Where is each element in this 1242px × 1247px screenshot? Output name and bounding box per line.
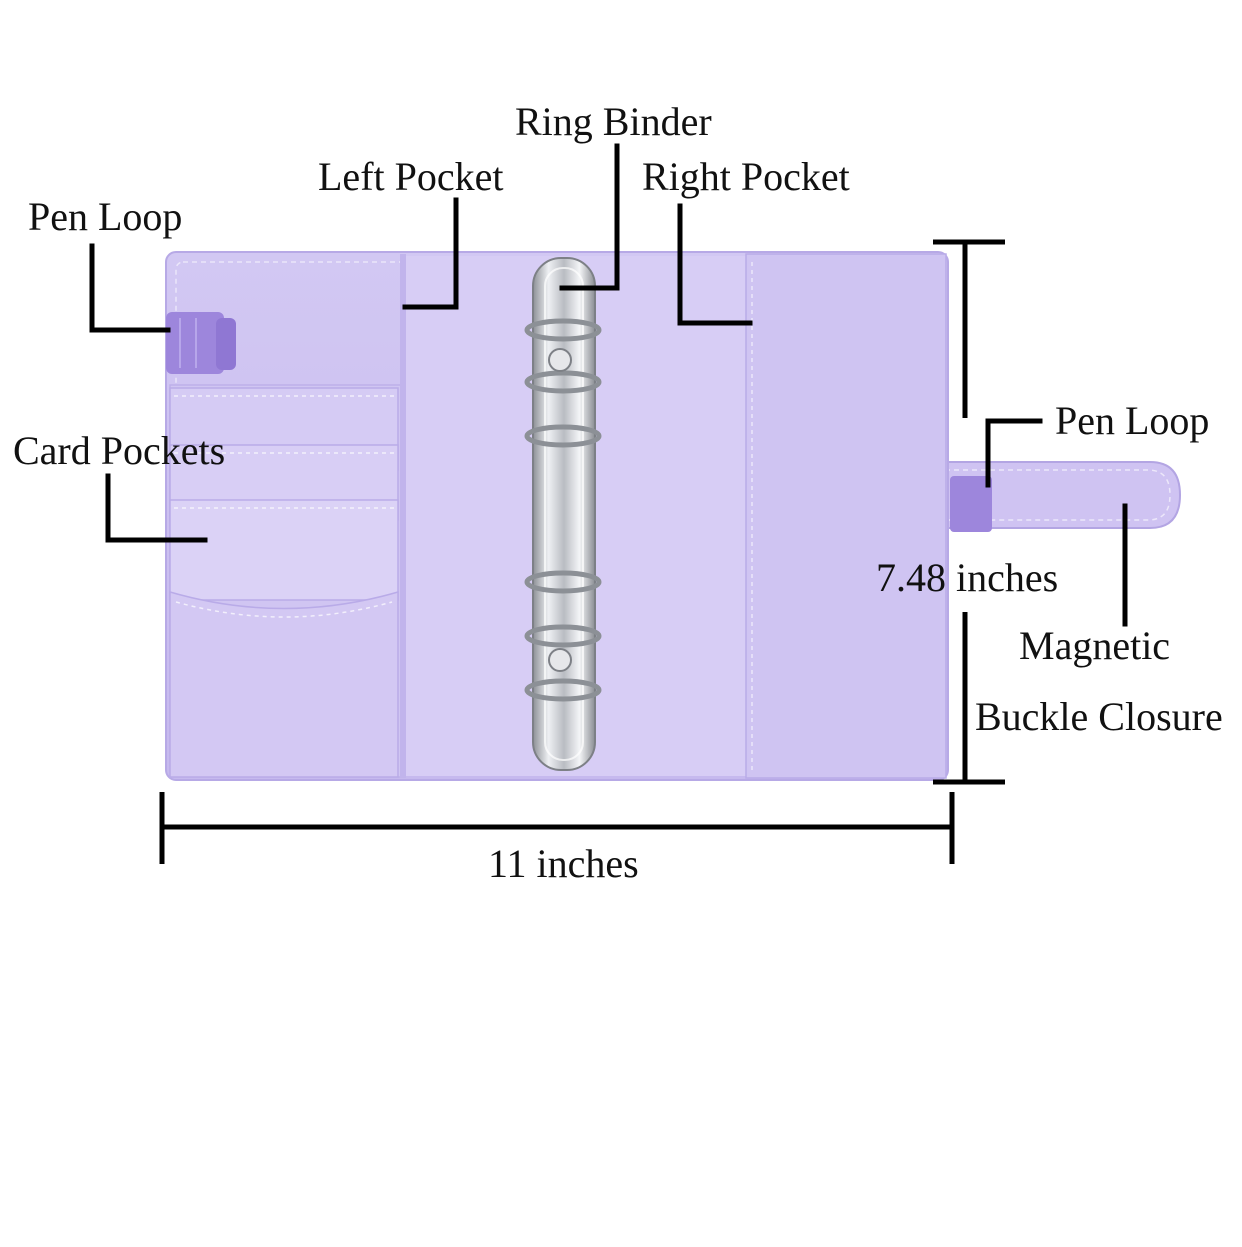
height-dimension-label: 7.48 inches	[876, 555, 1059, 600]
pen-loop-right-leader	[985, 418, 1043, 488]
binder-ring	[524, 370, 602, 394]
pen-loop-right-label: Pen Loop	[1055, 398, 1210, 443]
left-pocket-leader	[402, 197, 459, 310]
binder-ring	[524, 424, 602, 448]
ring-binder-label: Ring Binder	[515, 99, 712, 144]
left-pen-loop-band	[166, 312, 236, 374]
callout-lines	[89, 143, 1128, 627]
right-pocket-leader	[677, 203, 753, 326]
magnetic-label-line2: Buckle Closure	[975, 694, 1223, 739]
card-pockets-leader	[105, 473, 208, 543]
large-pocket	[169, 591, 399, 778]
binder-ring	[524, 570, 602, 594]
magnetic-strap	[929, 461, 1182, 532]
pen-loop-left-leader	[89, 243, 171, 333]
ring-binder	[524, 257, 602, 771]
right-pocket	[745, 253, 947, 779]
width-dimension-label: 11 inches	[488, 841, 639, 886]
ring-binder-leader	[559, 143, 620, 291]
ring-release-top	[548, 348, 572, 372]
right-pocket-label: Right Pocket	[642, 154, 850, 199]
binder-ring	[524, 624, 602, 648]
pen-loop-left-label: Pen Loop	[28, 194, 183, 239]
ring-release-bottom	[548, 648, 572, 672]
card-slot-3	[169, 499, 399, 601]
right-pen-loop-band	[950, 476, 992, 532]
binder-ring	[524, 678, 602, 702]
dimension-lines	[159, 239, 1005, 864]
left-pocket-label: Left Pocket	[318, 154, 504, 199]
binder-ring	[524, 318, 602, 342]
card-pockets-label: Card Pockets	[13, 428, 226, 473]
magnetic-label-line1: Magnetic	[1019, 623, 1171, 668]
left-panel	[169, 384, 403, 778]
left-pocket	[400, 254, 406, 778]
